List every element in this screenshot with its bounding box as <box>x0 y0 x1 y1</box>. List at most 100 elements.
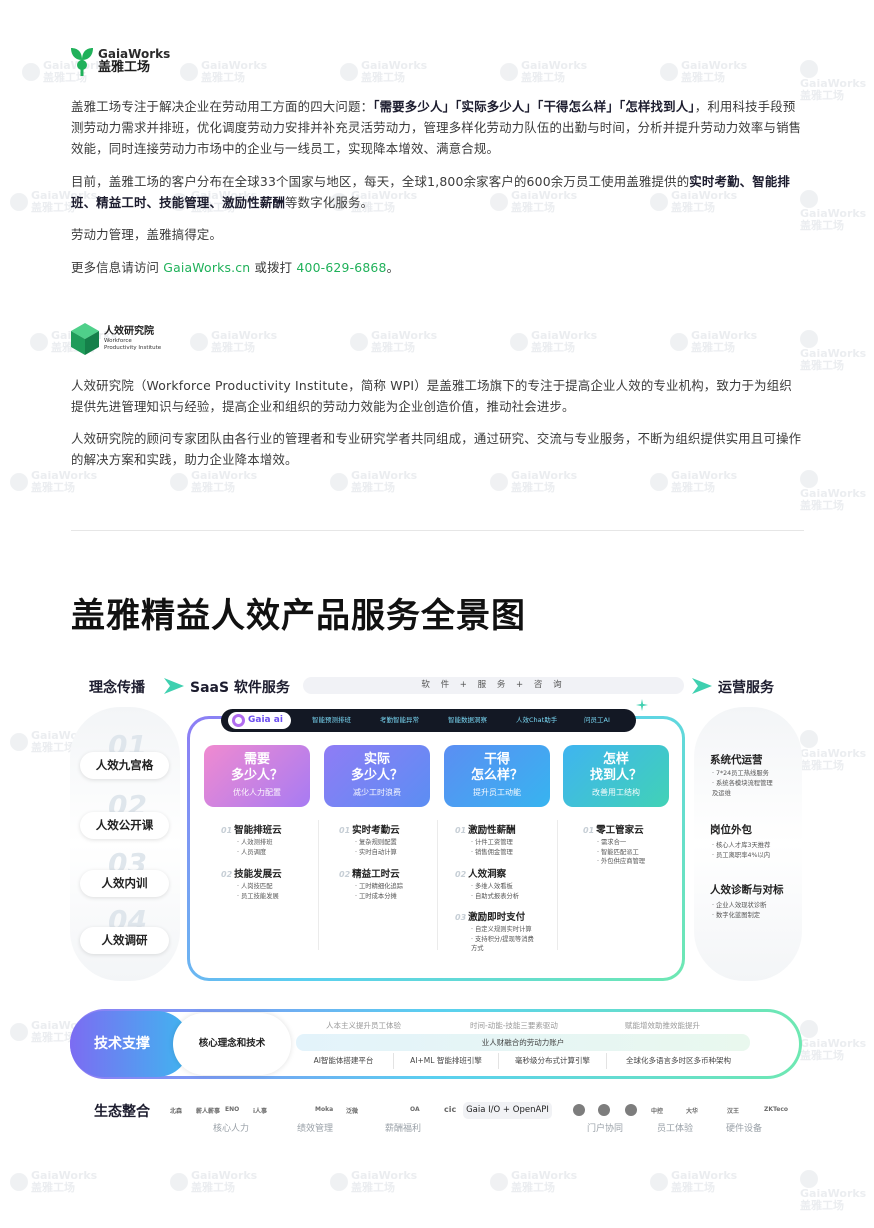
eco-cap-performance: 绩效管理 <box>297 1124 334 1134</box>
right-title-2: 岗位外包 <box>710 824 752 836</box>
wpi-logo: 人效研究院 Workforce Productivity Institute <box>70 322 161 356</box>
left-column: 01 人效九宫格 02 人效公开课 03 人效内训 04 人效调研 <box>70 707 180 981</box>
gaia-tab-5: 问员工AI <box>584 716 610 724</box>
tech-cell-3: 毫秒级分布式计算引擎 <box>498 1053 606 1069</box>
right-items-3: · 企业人效现状诊断· 数字化蓝图制定 <box>712 902 767 919</box>
eco-cap-hardware: 硬件设备 <box>726 1124 763 1134</box>
gaia-tab-1: 智能预测排班 <box>312 716 351 724</box>
dingtalk-icon <box>573 1104 585 1116</box>
brand-cn: 盖雅工场 <box>98 60 151 75</box>
column-separator <box>318 820 319 950</box>
wpi-logo-en-2: Productivity Institute <box>104 345 162 351</box>
gaiaworks-logo: GaiaWorks 盖雅工场 <box>70 46 170 76</box>
tech-cell-2: AI+ML 智能排班引擎 <box>393 1053 498 1069</box>
gaia-ai-logo: Gaia ai <box>228 712 291 729</box>
gaia-ring-icon <box>232 714 245 727</box>
partner-logo: i人事 <box>253 1108 268 1115</box>
phone-link[interactable]: 400-629-6868 <box>296 260 387 275</box>
tech-cell-4: 全球化多语言多时区多币种架构 <box>606 1053 750 1069</box>
left-item-2: 人效公开课 <box>80 812 169 839</box>
left-item-3: 人效内训 <box>80 870 169 897</box>
wpi-paragraph-1: 人效研究院（Workforce Productivity Institute，简… <box>71 378 792 414</box>
gaia-openapi-badge: Gaia I/O + OpenAPI <box>463 1102 552 1119</box>
cube-icon <box>71 323 99 355</box>
arrow-right-icon <box>692 678 712 694</box>
eco-title: 生态整合 <box>94 1104 150 1120</box>
sparkle-icon <box>636 699 648 711</box>
column-separator <box>437 820 438 950</box>
tech-label-1: 人本主义提升员工体验 <box>326 1021 401 1030</box>
gaia-tab-4: 人效Chat助手 <box>516 716 558 724</box>
partner-logo: ZKTeco <box>764 1106 789 1113</box>
module-item: · 人效测排班· 人员调度 <box>237 839 273 856</box>
right-items-1: · 7*24员工热线服务· 系统各模块流程管理 及运维 <box>712 770 773 797</box>
card-perform: 干得怎么样？ 提升员工动能 <box>444 745 550 807</box>
module-item: · 需求合一· 智能匹配派工· 外包供应商管理 <box>597 839 646 865</box>
right-items-2: · 核心人才库3天推荐· 员工离职率4%以内 <box>712 842 771 859</box>
wpi-paragraph-2: 人效研究院的顾问专家团队由各行业的管理者和专业研究学者共同组成，通过研究、交流与… <box>71 431 802 467</box>
wpi-logo-cn: 人效研究院 <box>104 326 154 337</box>
intro-paragraph-3: 劳动力管理，盖雅搞得定。 <box>71 227 223 242</box>
tech-core: 核心理念和技术 <box>173 1013 291 1075</box>
intro-paragraph-2: 目前，盖雅工场的客户分布在全球33个国家与地区，每天，全球1,800余家客户的6… <box>71 174 791 210</box>
top-bar: 软 件 + 服 务 + 咨 询 <box>303 677 684 694</box>
module-item: · 人岗技匹配· 员工技能发展 <box>237 883 279 900</box>
wpi-logo-en-1: Workforce <box>104 338 132 344</box>
partner-logo: cic <box>444 1105 457 1114</box>
sprout-icon <box>71 48 93 76</box>
gaia-tab-2: 考勤智能异常 <box>380 716 419 724</box>
eco-cap-experience: 员工体验 <box>657 1124 694 1134</box>
gaia-ai-bar: Gaia ai 智能预测排班 考勤智能异常 智能数据洞察 人效Chat助手 问员… <box>221 709 636 732</box>
partner-logo: ENO <box>225 1106 240 1113</box>
right-title-3: 人效诊断与对标 <box>710 884 784 896</box>
tech-cell-1: AI智能体搭建平台 <box>313 1056 374 1065</box>
intro-paragraph-contact: 更多信息请访问 GaiaWorks.cn 或拨打 400-629-6868。 <box>71 260 400 275</box>
section-divider <box>71 530 804 531</box>
eco-cap-core-hr: 核心人力 <box>213 1124 250 1134</box>
partner-logo: 泛微 <box>346 1108 359 1115</box>
column-separator <box>557 820 558 950</box>
card-actual: 实际多少人？ 减少工时浪费 <box>324 745 430 807</box>
tech-label-2: 时间-动能-技能三要素驱动 <box>470 1021 558 1030</box>
partner-logo: 北森 <box>170 1108 183 1115</box>
arrow-right-icon <box>164 678 184 694</box>
tech-strip: 业人财融合的劳动力账户 <box>296 1034 750 1051</box>
tech-support-title: 技术支撑 <box>70 1011 190 1077</box>
partner-logo: 汉王 <box>727 1108 740 1115</box>
brand-en: GaiaWorks <box>98 47 171 61</box>
col-center-title: SaaS 软件服务 <box>190 680 290 696</box>
website-link[interactable]: GaiaWorks.cn <box>163 260 251 275</box>
partner-logo: 中控 <box>651 1108 664 1115</box>
